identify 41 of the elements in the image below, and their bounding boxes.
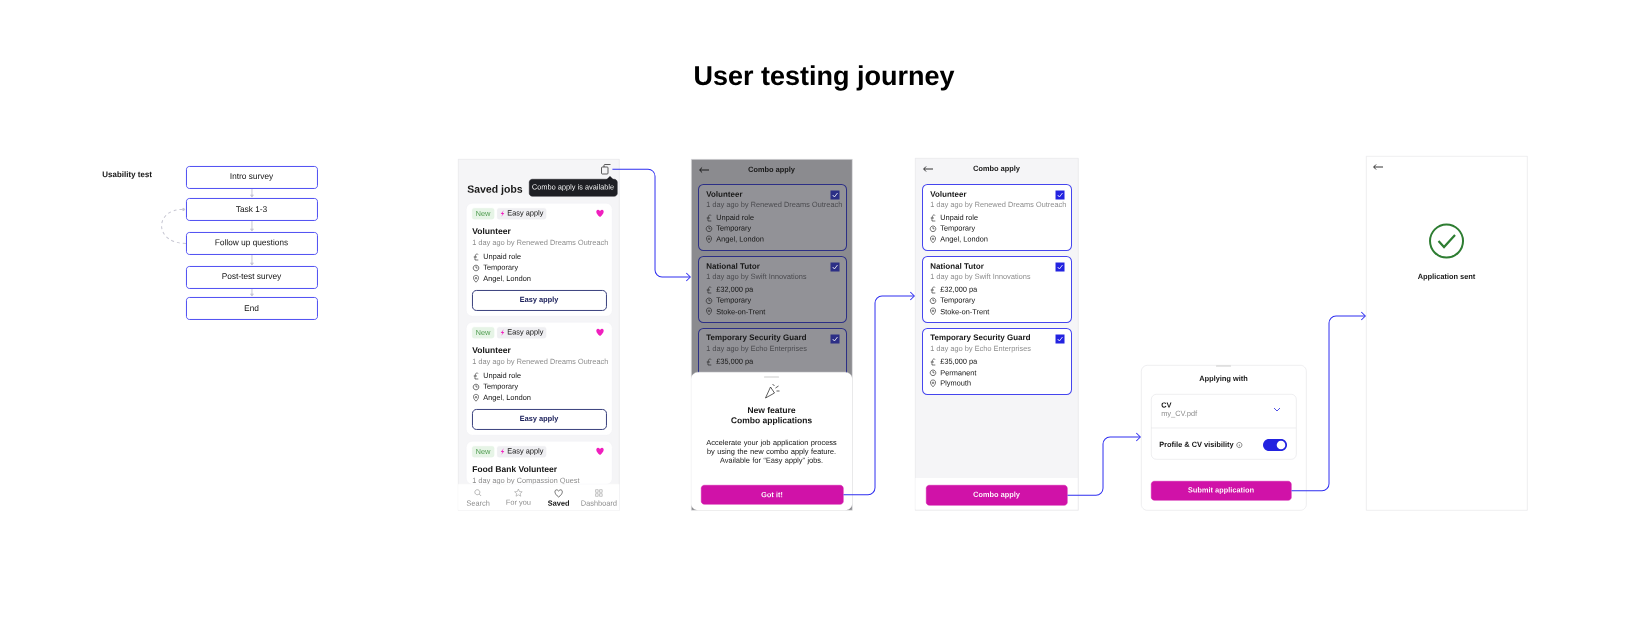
phone-screen (458, 159, 620, 511)
copy-icon (601, 164, 611, 175)
sheet-heading: New feature (748, 406, 796, 414)
process-box: End (186, 297, 318, 320)
job-card (698, 184, 847, 251)
arrow (1067, 432, 1141, 496)
phone-screen (691, 159, 853, 511)
process-box: Task 1-3 (186, 198, 318, 221)
arrow (161, 207, 187, 244)
job-card (466, 203, 613, 317)
phone-screen (1366, 156, 1528, 511)
sheet-heading: Combo applications (731, 417, 812, 425)
bottom-sheet (691, 372, 853, 511)
job-card (466, 441, 613, 485)
job-title: Volunteer (472, 227, 511, 235)
job-title: National Tutor (930, 263, 984, 269)
job-title: National Tutor (706, 263, 760, 269)
process-box: Follow up questions (186, 232, 318, 255)
arrow (843, 291, 915, 496)
job-title: Volunteer (472, 346, 511, 354)
job-title: Temporary Security Guard (706, 334, 806, 342)
job-title: Temporary Security Guard (930, 334, 1030, 342)
job-card (922, 184, 1072, 251)
bottom-sheet (1141, 365, 1307, 511)
job-card (698, 256, 847, 323)
cv-panel (1150, 394, 1297, 460)
job-title: Food Bank Volunteer (472, 465, 557, 473)
section-heading: Usability test (102, 171, 152, 179)
process-box: Intro survey (186, 166, 318, 189)
nav-bar (458, 484, 620, 511)
job-title: Volunteer (930, 191, 967, 197)
job-card (922, 328, 1072, 395)
screen-title: Saved jobs (467, 185, 523, 195)
arrow (611, 168, 691, 282)
phone-screen (915, 158, 1079, 511)
arrow (1291, 311, 1366, 492)
job-card (466, 322, 613, 436)
page-title: User testing journey (695, 65, 955, 91)
job-card (922, 256, 1072, 323)
process-box: Post-test survey (186, 266, 318, 289)
job-title: Volunteer (706, 191, 743, 197)
